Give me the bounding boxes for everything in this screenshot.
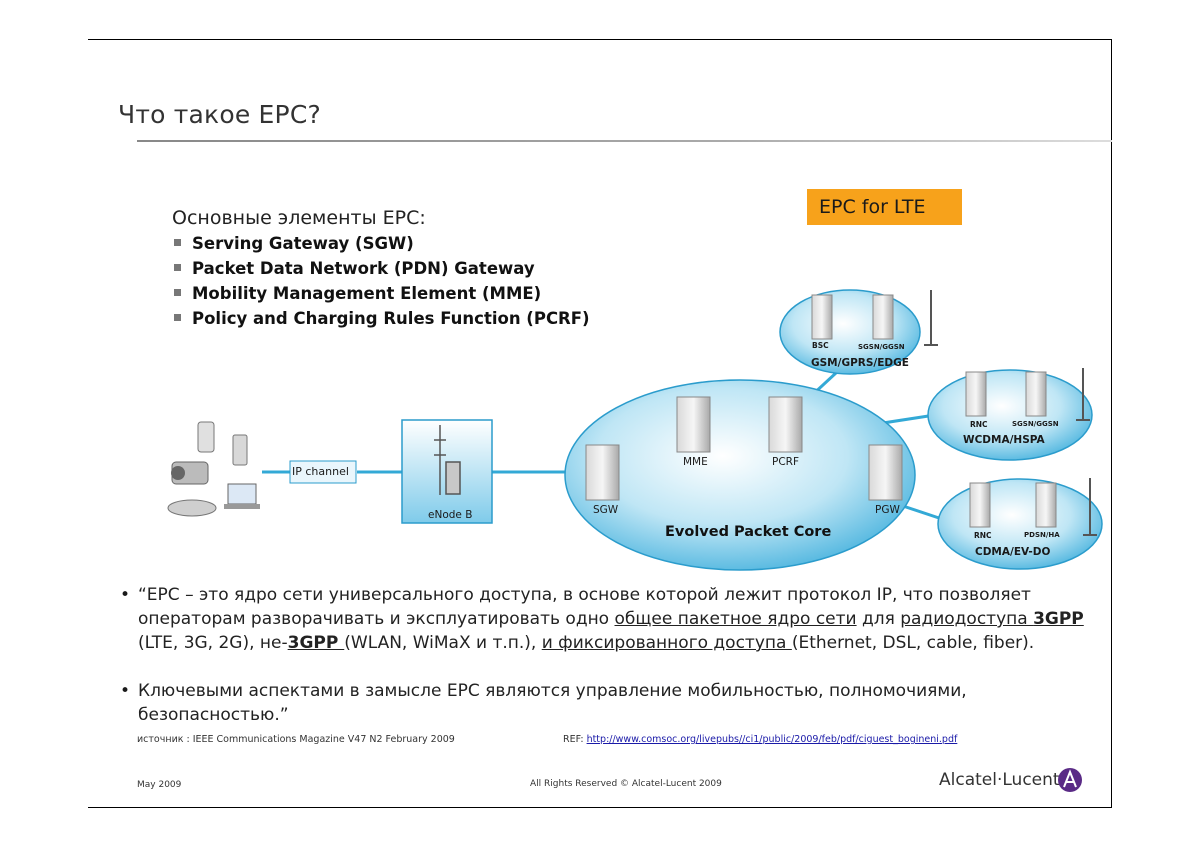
epc-aspects-paragraph: Ключевыми аспектами в замысле EPC являют… bbox=[138, 679, 1098, 727]
bsc-label: BSC bbox=[812, 341, 829, 350]
paragraph-line: (LTE, 3G, 2G), не-3GPP (WLAN, WiMaX и т.… bbox=[138, 631, 1098, 655]
ip-channel-label: IP channel bbox=[292, 465, 349, 478]
sgsn-ggsn-label: SGSN/GGSN bbox=[858, 343, 905, 351]
paragraph-line: Ключевыми аспектами в замысле EPC являют… bbox=[138, 681, 967, 701]
enodeb-label: eNode B bbox=[428, 509, 473, 521]
alcatel-lucent-emblem-icon bbox=[1058, 768, 1082, 792]
frame-top-line bbox=[88, 39, 1112, 40]
list-item-text: Mobility Management Element (MME) bbox=[192, 284, 542, 303]
text-run: (WLAN, WiMaX и т.п.), bbox=[344, 633, 542, 653]
elements-heading: Основные элементы EPC: bbox=[172, 207, 426, 229]
wcdma-network-label: WCDMA/HSPA bbox=[963, 434, 1045, 446]
pcrf-label: PCRF bbox=[772, 456, 799, 468]
sgw-label: SGW bbox=[593, 504, 619, 516]
ip-channel-box bbox=[289, 460, 357, 484]
list-item: Mobility Management Element (MME) bbox=[172, 284, 590, 309]
ref-link[interactable]: http://www.comsoc.org/livepubs//ci1/publ… bbox=[586, 734, 958, 745]
list-item-text: Serving Gateway (SGW) bbox=[192, 234, 414, 253]
bullet-dot-icon: • bbox=[120, 681, 131, 701]
bullet-square-icon bbox=[174, 264, 181, 271]
text-run: и фиксированного доступа bbox=[541, 633, 792, 653]
paragraph-line: безопасностью.” bbox=[138, 705, 289, 725]
bullet-square-icon bbox=[174, 314, 181, 321]
slide-title: Что такое EPC? bbox=[118, 100, 321, 129]
elements-list: Serving Gateway (SGW) Packet Data Networ… bbox=[172, 234, 590, 334]
cdma-network-label: CDMA/EV-DO bbox=[975, 546, 1051, 558]
sgsn-ggsn-label: SGSN/GGSN bbox=[1012, 420, 1059, 428]
text-run: (Ethernet, DSL, cable, fiber). bbox=[791, 633, 1035, 653]
pgw-label: PGW bbox=[875, 504, 900, 516]
footer-date: May 2009 bbox=[137, 780, 182, 790]
gsm-network-label: GSM/GPRS/EDGE bbox=[811, 357, 909, 369]
mme-label: MME bbox=[683, 456, 708, 468]
rnc-label: RNC bbox=[974, 531, 992, 540]
epc-definition-paragraph: “EPC – это ядро сети универсального дост… bbox=[138, 583, 1098, 655]
text-run: для bbox=[856, 609, 901, 629]
paragraph-line: “EPC – это ядро сети универсального дост… bbox=[138, 585, 1031, 605]
radio-tower-icons bbox=[924, 290, 1097, 536]
text-run: операторам разворачивать и эксплуатирова… bbox=[138, 609, 615, 629]
evolved-packet-core-cloud bbox=[564, 379, 916, 571]
ref-label: REF: bbox=[563, 734, 584, 745]
server-icons bbox=[585, 294, 1057, 528]
frame-right-line bbox=[1111, 39, 1112, 808]
list-item-text: Packet Data Network (PDN) Gateway bbox=[192, 259, 535, 278]
evolved-packet-core-label: Evolved Packet Core bbox=[665, 524, 832, 540]
epc-for-lte-badge: EPC for LTE bbox=[807, 189, 962, 225]
rnc-label: RNC bbox=[970, 420, 988, 429]
frame-bottom-line bbox=[88, 807, 1112, 808]
text-run: 3GPP bbox=[1033, 609, 1084, 629]
list-item-text: Policy and Charging Rules Function (PCRF… bbox=[192, 309, 590, 328]
list-item: Serving Gateway (SGW) bbox=[172, 234, 590, 259]
text-run: радиодоступа bbox=[900, 609, 1034, 629]
bullet-square-icon bbox=[174, 239, 181, 246]
enodeb-tower-icon bbox=[434, 425, 461, 495]
paragraph-line: операторам разворачивать и эксплуатирова… bbox=[138, 607, 1098, 631]
text-run: 3GPP bbox=[287, 633, 345, 653]
alcatel-lucent-logo: Alcatel·Lucent bbox=[939, 770, 1060, 790]
bullet-dot-icon: • bbox=[120, 585, 131, 605]
bullet-square-icon bbox=[174, 289, 181, 296]
user-devices-icon bbox=[167, 421, 260, 517]
logo-text: Alcatel·Lucent bbox=[939, 770, 1060, 790]
pdsn-ha-label: PDSN/HA bbox=[1024, 531, 1060, 539]
source-citation: источник : IEEE Communications Magazine … bbox=[137, 734, 455, 745]
text-run: (LTE, 3G, 2G), не- bbox=[138, 633, 288, 653]
footer-rights: All Rights Reserved © Alcatel-Lucent 200… bbox=[530, 779, 722, 789]
list-item: Policy and Charging Rules Function (PCRF… bbox=[172, 309, 590, 334]
list-item: Packet Data Network (PDN) Gateway bbox=[172, 259, 590, 284]
wcdma-cloud bbox=[927, 369, 1093, 461]
text-run: общее пакетное ядро сети bbox=[614, 609, 857, 629]
reference-line: REF: http://www.comsoc.org/livepubs//ci1… bbox=[563, 734, 957, 745]
title-underline bbox=[137, 140, 1112, 142]
